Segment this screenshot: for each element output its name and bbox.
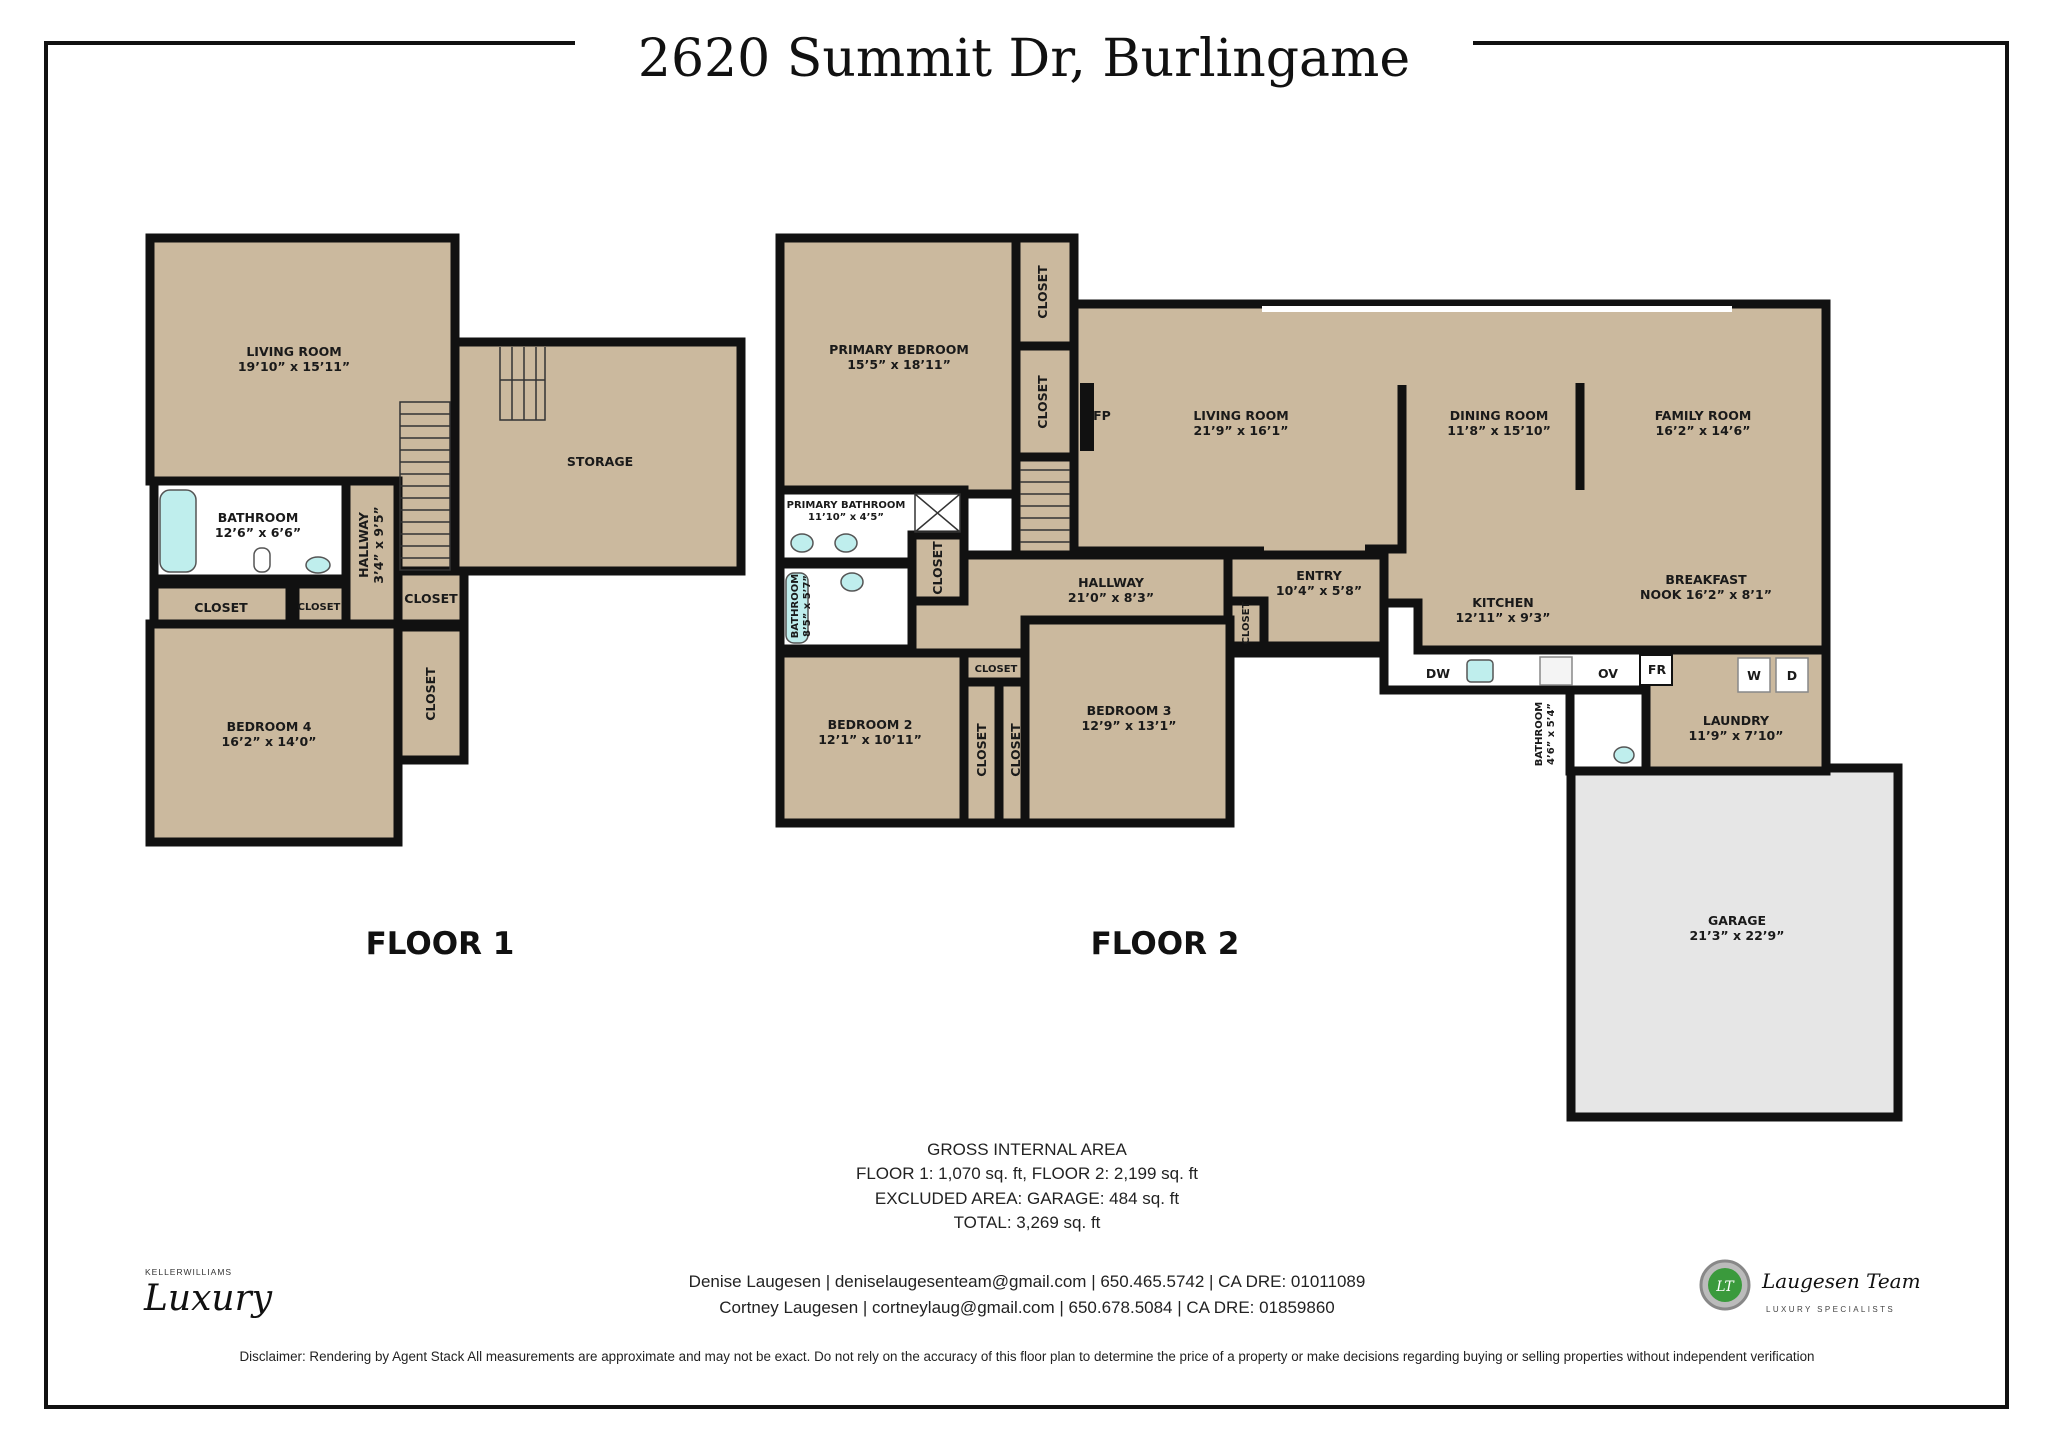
kitchen-sink-icon	[1466, 659, 1494, 683]
disclaimer: Disclaimer: Rendering by Agent Stack All…	[240, 1349, 1815, 1364]
laugesen-team-logo: LT Laugesen Team LUXURY SPECIALISTS	[1699, 1259, 1921, 1314]
washer-icon	[1737, 657, 1771, 693]
fireplace-icon	[1080, 383, 1094, 451]
sink-icon	[1613, 746, 1635, 764]
label-closet-f2d: CLOSET	[974, 723, 989, 777]
label-closet-f1b: CLOSET	[298, 602, 341, 613]
floor-1-label: FLOOR 1	[366, 926, 515, 962]
stairs-icon	[1020, 469, 1070, 543]
area-excluded: EXCLUDED AREA: GARAGE: 484 sq. ft	[875, 1189, 1180, 1208]
sink-icon	[834, 533, 858, 553]
label-closet-f2e: CLOSET	[1008, 723, 1023, 777]
contact-denise: Denise Laugesen | deniselaugesenteam@gma…	[689, 1272, 1366, 1291]
label-closet-f1c: CLOSET	[404, 591, 458, 606]
label-storage: STORAGE	[567, 454, 633, 469]
page-title: 2620 Summit Dr, Burlingame	[638, 29, 1410, 89]
label-closet-f1d: CLOSET	[423, 667, 438, 721]
label-closet-f2a: CLOSET	[1035, 265, 1050, 319]
sink-icon	[840, 572, 864, 592]
room-bedroom-3	[1020, 615, 1235, 828]
bathtub-icon	[159, 489, 197, 573]
label-w: W	[1747, 668, 1761, 683]
logo-team-name: Laugesen Team	[1761, 1269, 1921, 1293]
room-closet-f2a	[1011, 233, 1079, 351]
room-bedroom-2	[775, 648, 969, 828]
sink-icon	[305, 556, 331, 574]
fridge-icon	[1639, 654, 1673, 686]
label-closet-f2c: CLOSET	[930, 541, 945, 595]
label-ov: OV	[1598, 666, 1618, 681]
label-closet-f2f: CLOSET	[975, 664, 1018, 675]
logo-team-sub: LUXURY SPECIALISTS	[1766, 1305, 1895, 1314]
keller-williams-luxury-logo: KELLERWILLIAMS Luxury	[143, 1267, 273, 1319]
logo-monogram: LT	[1715, 1279, 1735, 1295]
room-primary-bedroom	[775, 233, 1021, 499]
label-fr: FR	[1648, 662, 1667, 677]
label-fp: FP	[1093, 408, 1111, 423]
sink-icon	[790, 533, 814, 553]
room-closet-f2c	[907, 530, 969, 606]
watch-face-icon	[1708, 1268, 1742, 1302]
windows	[1262, 306, 1732, 312]
contact-cortney: Cortney Laugesen | cortneylaug@gmail.com…	[719, 1298, 1335, 1317]
area-heading: GROSS INTERNAL AREA	[927, 1140, 1127, 1159]
label-dw: DW	[1426, 666, 1450, 681]
area-total: TOTAL: 3,269 sq. ft	[954, 1213, 1101, 1232]
label-closet-f2b: CLOSET	[1035, 375, 1050, 429]
area-floors: FLOOR 1: 1,070 sq. ft, FLOOR 2: 2,199 sq…	[856, 1164, 1198, 1183]
stairs-icon	[399, 347, 546, 571]
dryer-icon	[1775, 657, 1809, 693]
label-d: D	[1787, 668, 1797, 683]
shower-icon	[914, 493, 961, 533]
room-garage	[1566, 763, 1903, 1122]
stove-icon	[1539, 656, 1573, 686]
toilet-icon	[253, 547, 271, 573]
label-closet-entry: CLOSET	[1241, 601, 1252, 644]
room-bathroom-small	[1565, 685, 1651, 776]
page-frame	[44, 41, 2009, 1409]
interior-walls	[1074, 383, 1585, 556]
bathtub-icon	[785, 572, 809, 644]
label-bathroom-small: BATHROOM4’6” x 5’4”	[1534, 702, 1557, 766]
floor-2-label: FLOOR 2	[1091, 926, 1240, 962]
label-closet-f1a: CLOSET	[194, 600, 248, 615]
kw-logo-top-text: KELLERWILLIAMS	[145, 1267, 232, 1277]
room-closet-f1d	[393, 622, 469, 765]
label-bathroom-f2: BATHROOM8’5” x 5’7”	[790, 574, 813, 638]
label-hallway-f1: HALLWAY3’4” x 9’5”	[356, 506, 386, 583]
kw-logo-script-text: Luxury	[143, 1278, 273, 1319]
